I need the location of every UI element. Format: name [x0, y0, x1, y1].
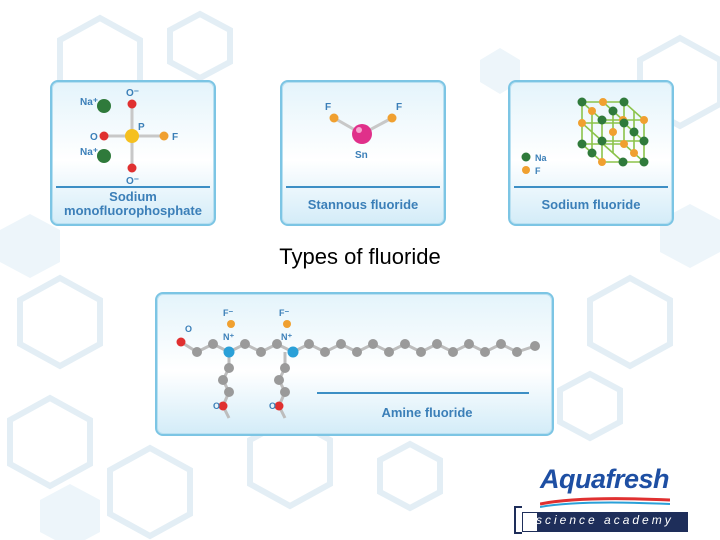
oxygen-bottom-atom	[127, 163, 137, 173]
oxygen-left-label: O	[90, 132, 98, 143]
oxygen-top-atom	[127, 99, 137, 109]
oxygen-atom	[274, 401, 284, 411]
card-label: Sodium fluoride	[541, 197, 641, 212]
sodium-monofluorophosphate-card: Na⁺ Na⁺ O⁻ O O⁻ P F Sodium monofluoropho…	[50, 80, 216, 226]
legend-sodium-label: Na	[535, 153, 547, 163]
sodium-top-label: Na⁺	[80, 97, 98, 108]
legend-sodium-swatch	[521, 152, 531, 162]
card-divider	[317, 392, 529, 394]
fluorine-left-atom	[329, 113, 339, 123]
oxygen-atom	[176, 337, 186, 347]
amine-fluoride-card: F⁻ F⁻ N⁺ N⁺ O O O Amine fluoride	[155, 292, 554, 436]
tin-atom	[352, 124, 372, 144]
oxygen-top-label: O⁻	[126, 88, 139, 99]
card-label-line2: monofluorophosphate	[64, 202, 202, 218]
sodium-bottom-atom	[97, 149, 111, 163]
card-label: Amine fluoride	[381, 405, 473, 420]
oxygen-atom	[218, 401, 228, 411]
card-divider	[56, 186, 210, 188]
legend-fluorine-label: F	[535, 166, 541, 176]
fluoride-ion-label: F⁻	[223, 308, 233, 318]
fluorine-left-label: F	[325, 102, 331, 113]
ammonium-label: N⁺	[281, 332, 292, 342]
oxygen-label: O	[269, 401, 276, 411]
fluorine-right-label: F	[396, 102, 402, 113]
nitrogen-atom	[223, 346, 235, 358]
card-label: Sodium monofluorophosphate	[52, 190, 214, 217]
phosphorus-atom	[125, 129, 139, 143]
nitrogen-atom	[287, 346, 299, 358]
oxygen-label: O	[213, 401, 220, 411]
card-label: Stannous fluoride	[307, 197, 419, 212]
amine-fluoride-structure: F⁻ F⁻ N⁺ N⁺ O O O	[176, 308, 540, 419]
sodium-monofluorophosphate-structure: Na⁺ Na⁺ O⁻ O O⁻ P F	[80, 88, 178, 187]
sodium-bottom-label: Na⁺	[80, 147, 98, 158]
card-label-line1: Sodium	[109, 189, 157, 204]
oxygen-left-atom	[99, 131, 109, 141]
fluorine-atom	[227, 320, 235, 328]
card-divider	[286, 186, 440, 188]
aquafresh-logo: Aquafresh science academy	[510, 462, 690, 536]
stannous-fluoride-card: F F Sn Stannous fluoride	[280, 80, 446, 226]
fluoride-ion-label: F⁻	[279, 308, 289, 318]
sodium-fluoride-lattice: Na F	[521, 97, 649, 176]
brand-swoosh	[540, 497, 670, 508]
oxygen-label: O	[185, 324, 192, 334]
tagline-bar	[522, 512, 688, 532]
phosphorus-label: P	[138, 122, 145, 133]
sodium-fluoride-card: Na F Sodium fluoride	[508, 80, 674, 226]
fluorine-label: F	[172, 132, 178, 143]
oxygen-bottom-label: O⁻	[126, 176, 139, 187]
brand-tagline: science academy	[536, 513, 674, 527]
card-divider	[514, 186, 668, 188]
sodium-top-atom	[97, 99, 111, 113]
fluorine-atom	[159, 131, 169, 141]
slide-title: Types of fluoride	[279, 244, 441, 269]
fluorine-atom	[283, 320, 291, 328]
ammonium-label: N⁺	[223, 332, 234, 342]
brand-wordmark: Aquafresh	[540, 464, 670, 494]
legend-fluorine-swatch	[522, 166, 530, 174]
tin-label: Sn	[355, 150, 368, 161]
brand-bracket-icon	[514, 506, 522, 534]
stannous-fluoride-structure: F F Sn	[325, 102, 402, 161]
fluorine-right-atom	[387, 113, 397, 123]
